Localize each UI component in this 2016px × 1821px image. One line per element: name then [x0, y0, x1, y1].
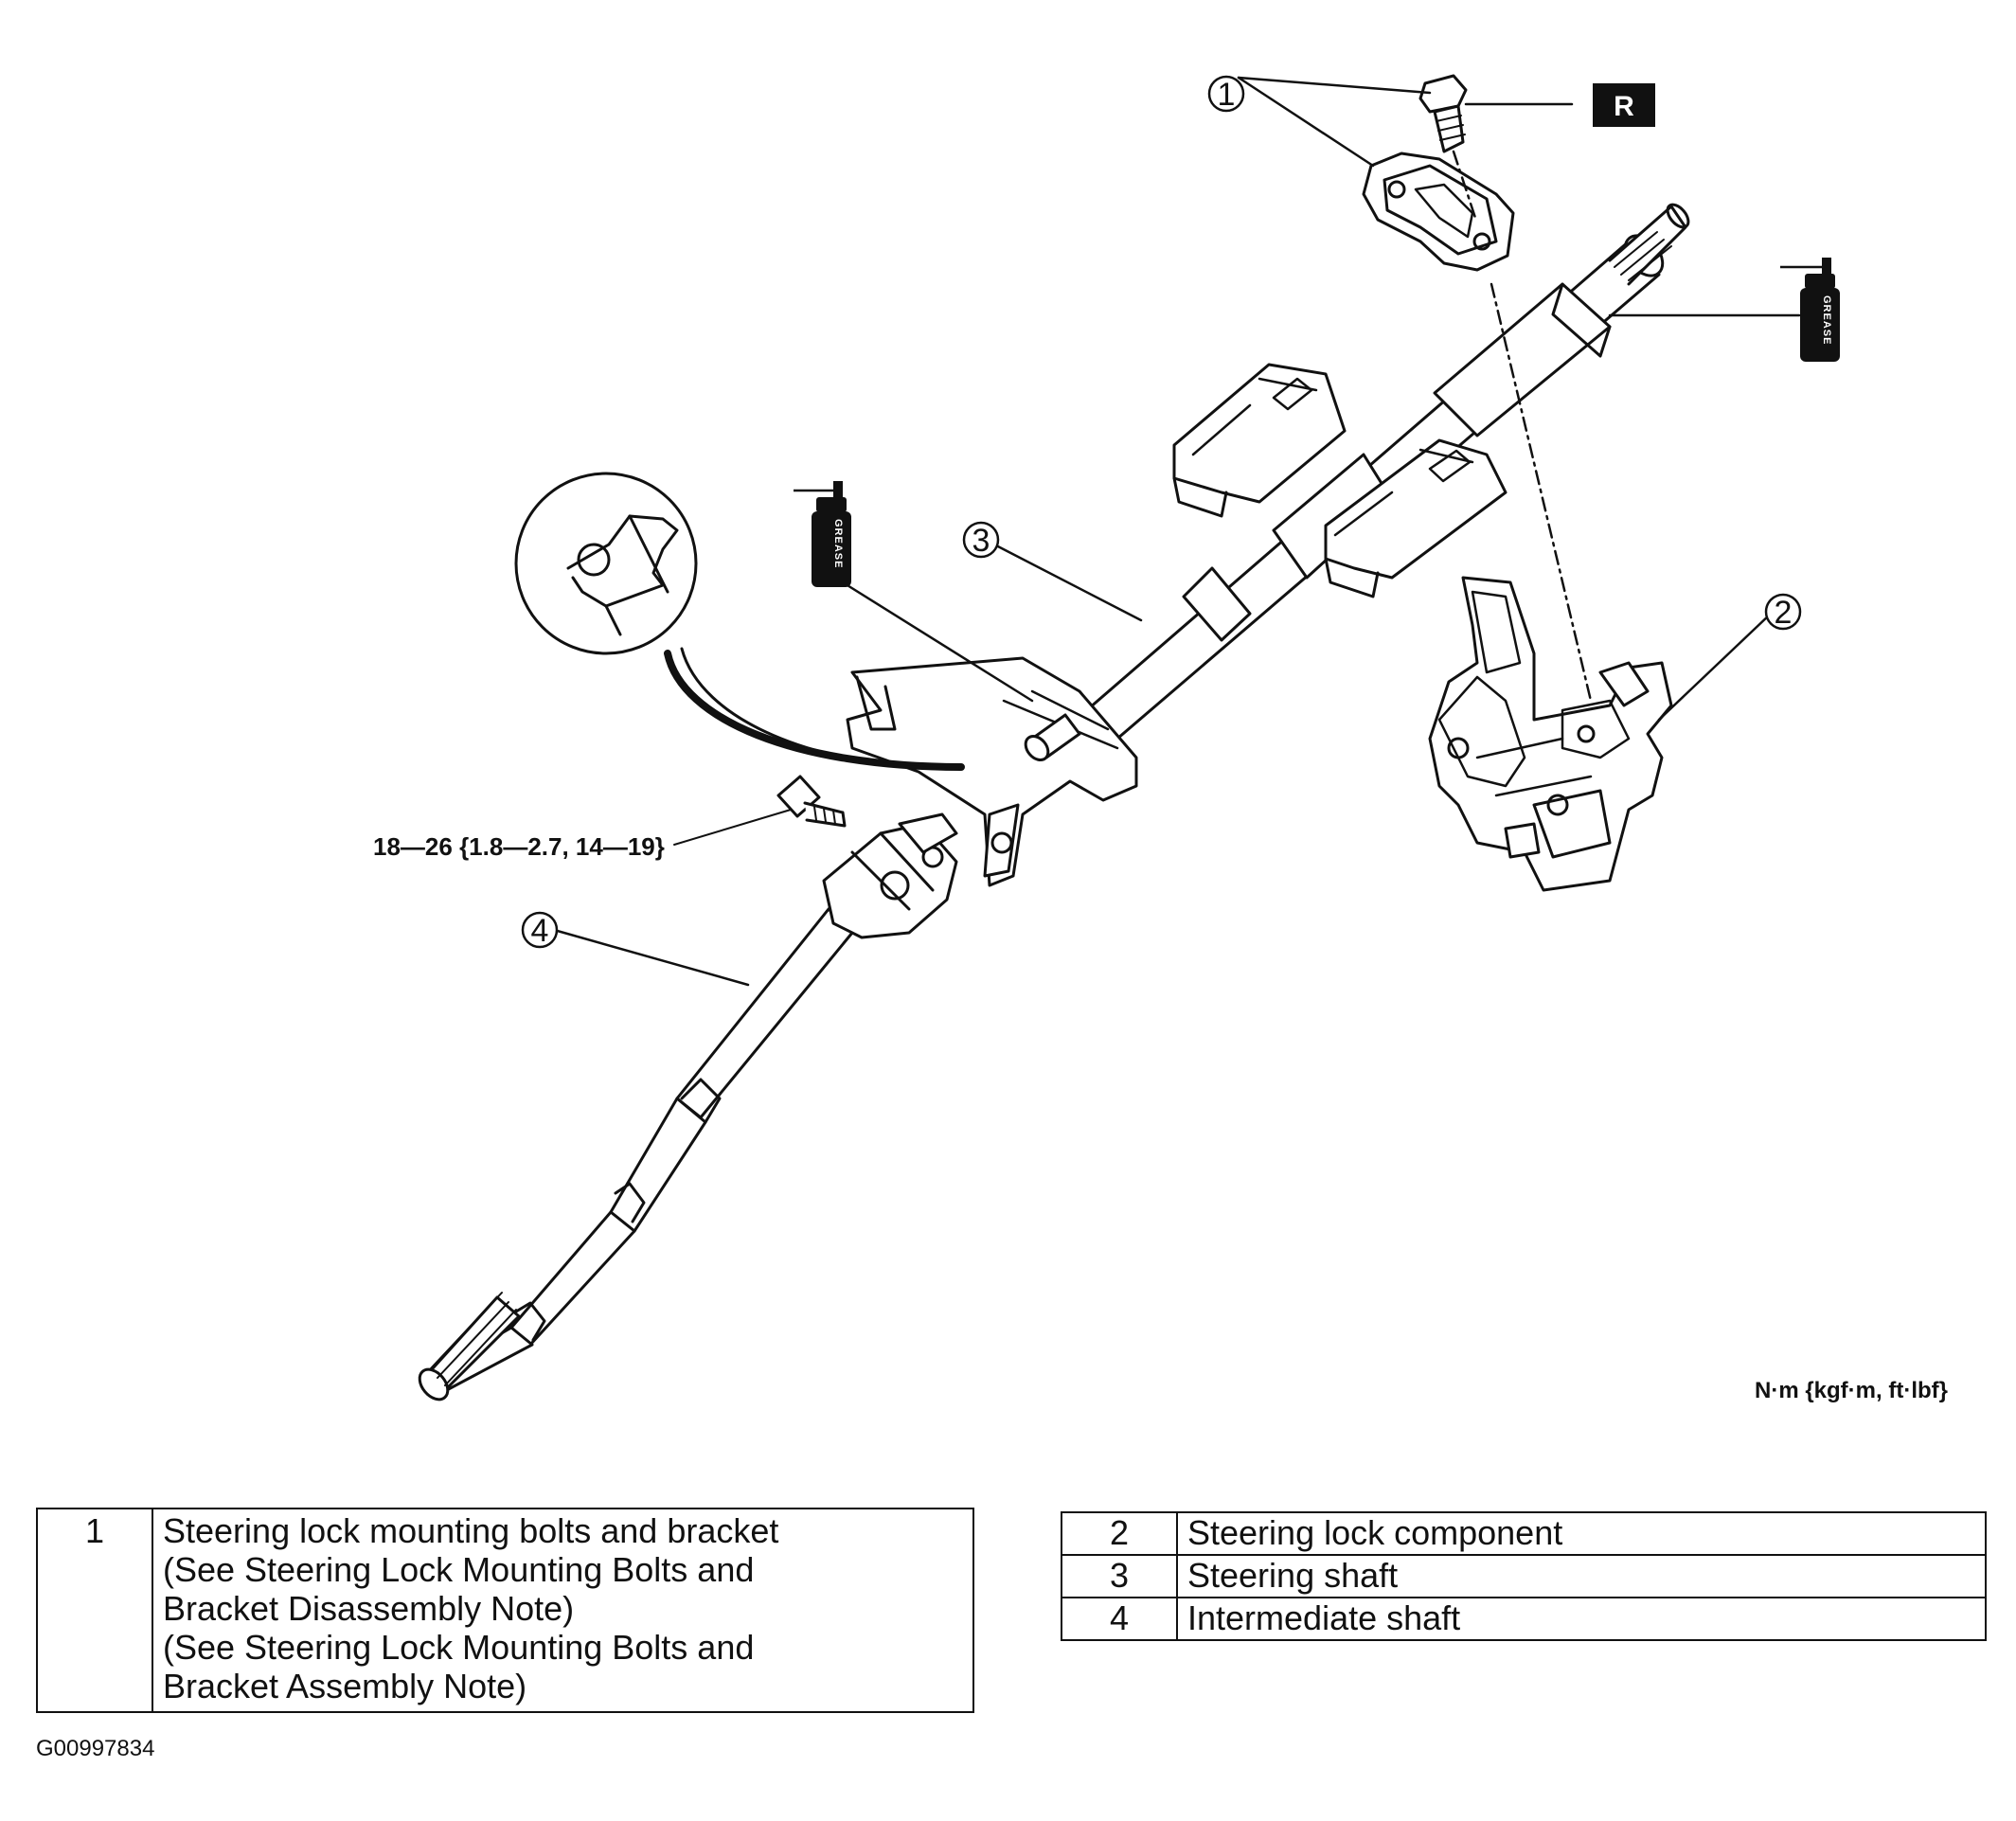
callout-1-circle [1207, 75, 1245, 113]
table-row: 2 Steering lock component [1061, 1511, 1987, 1556]
figure-id: G00997834 [36, 1736, 155, 1761]
legend-description: Steering shaft [1176, 1554, 1987, 1598]
replace-part-icon: R [1593, 83, 1655, 127]
leader-2 [1657, 612, 1773, 722]
leader-grease-1 [841, 580, 1034, 703]
leader-3 [992, 543, 1143, 622]
grease-label-1: GREASE [832, 519, 844, 568]
steering-lock-bracket [1362, 74, 1593, 703]
callout-4: 4 [531, 913, 549, 949]
leader-1b [1237, 76, 1432, 95]
torque-spec: 18—26 {1.8—2.7, 14—19} [373, 832, 665, 861]
legend-description: Steering lock component [1176, 1511, 1987, 1556]
legend-line: Bracket Disassembly Note) [163, 1589, 575, 1628]
table-row: 4 Intermediate shaft [1061, 1597, 1987, 1641]
legend-line: (See Steering Lock Mounting Bolts and [163, 1550, 755, 1589]
legend-number: 2 [1061, 1511, 1178, 1556]
legend-table-right: 2 Steering lock component 3 Steering sha… [1061, 1511, 1987, 1641]
legend-description: Intermediate shaft [1176, 1597, 1987, 1641]
callout-3: 3 [972, 523, 990, 559]
grease-can-icon: GREASE [1780, 258, 1840, 362]
steering-shaft [846, 203, 1690, 887]
legend-description: Steering lock mounting bolts and bracket… [152, 1508, 974, 1713]
legend-line: Steering lock mounting bolts and bracket [163, 1511, 779, 1550]
legend-number: 1 [36, 1508, 153, 1713]
callout-3-circle [962, 521, 1000, 559]
unit-note: N·m {kgf·m, ft·lbf} [1755, 1378, 1948, 1403]
grease-label-2: GREASE [1821, 295, 1832, 345]
bracket-bolt [673, 775, 847, 846]
table-row: 1 Steering lock mounting bolts and brack… [36, 1508, 974, 1713]
callout-2: 2 [1775, 595, 1793, 631]
legend-number: 3 [1061, 1554, 1178, 1598]
grease-can-icon: GREASE [794, 481, 851, 587]
legend-line: (See Steering Lock Mounting Bolts and [163, 1628, 755, 1667]
callout-2-circle [1764, 593, 1802, 631]
callout-4-circle [521, 911, 559, 949]
detail-magnifier-icon [514, 472, 965, 771]
table-row: 3 Steering shaft [1061, 1554, 1987, 1598]
leader-4 [552, 928, 750, 987]
legend-number: 4 [1061, 1597, 1178, 1641]
steering-lock-component [1428, 576, 1673, 892]
intermediate-shaft [418, 812, 958, 1401]
legend-line: Bracket Assembly Note) [163, 1667, 527, 1705]
callout-1: 1 [1218, 77, 1236, 113]
replace-marker: R [1614, 91, 1634, 122]
leader-1a [1237, 76, 1375, 168]
legend-table-left: 1 Steering lock mounting bolts and brack… [36, 1508, 974, 1713]
